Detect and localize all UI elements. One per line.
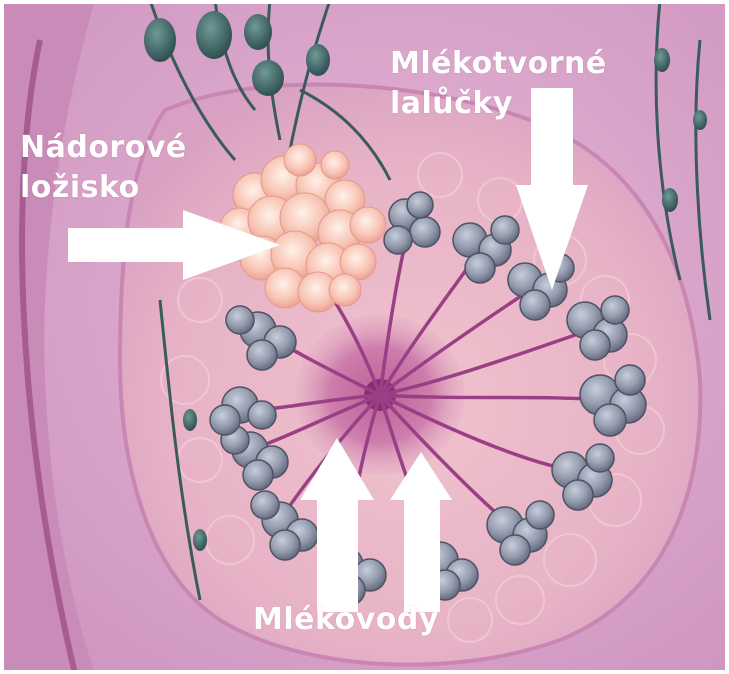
lobules-label: Mlékotvorné lalůčky — [390, 44, 607, 124]
lobules-label-line2: lalůčky — [390, 84, 607, 124]
tumor-label-line1: Nádorové — [20, 128, 187, 168]
tumor-label: Nádorové ložisko — [20, 128, 187, 208]
ducts-label: Mlékovody — [253, 600, 439, 640]
tumor-label-line2: ložisko — [20, 168, 187, 208]
lobules-label-line1: Mlékotvorné — [390, 44, 607, 84]
